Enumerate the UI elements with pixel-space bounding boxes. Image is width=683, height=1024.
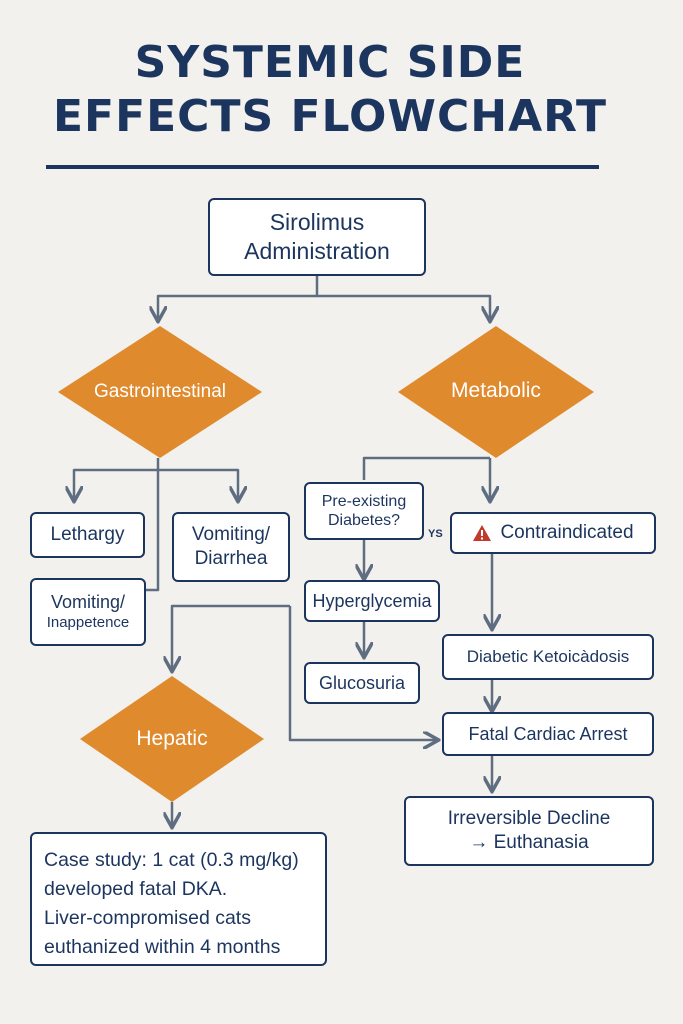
connector-gi-right bbox=[158, 468, 238, 500]
node-sirolimus-administration: Sirolimus Administration bbox=[208, 198, 426, 276]
connector-to-cardiac bbox=[288, 606, 437, 740]
connector-root-right bbox=[317, 294, 490, 320]
node-irreversible-decline: Irreversible Decline → Euthanasia bbox=[404, 796, 654, 866]
yes-label: YS bbox=[428, 528, 443, 540]
title-line-2: EFFECTS FLOWCHART bbox=[52, 91, 608, 142]
label-gastrointestinal: Gastrointestinal bbox=[93, 381, 226, 402]
node-vomiting-inappetence-line-2: Inappetence bbox=[46, 613, 130, 631]
case-study-box: Case study: 1 cat (0.3 mg/kg) developed … bbox=[30, 832, 327, 966]
node-dka-label: Diabetic Ketoicàdosis bbox=[466, 647, 630, 667]
label-hepatic: Hepatic bbox=[136, 727, 208, 750]
diamond-metabolic bbox=[398, 326, 594, 458]
case-study-line-4: euthanized within 4 months bbox=[44, 936, 281, 958]
connector-gi-down bbox=[144, 470, 160, 592]
node-root-line-2: Administration bbox=[244, 238, 390, 264]
node-fatal-cardiac-arrest: Fatal Cardiac Arrest bbox=[442, 712, 654, 756]
node-contraindicated: Contraindicated bbox=[450, 512, 656, 554]
node-lethargy: Lethargy bbox=[30, 512, 145, 558]
node-decline-line-2: → Euthanasia bbox=[469, 832, 589, 853]
node-vomiting-diarrhea-line-1: Vomiting/ bbox=[191, 524, 271, 546]
warning-icon bbox=[473, 525, 492, 541]
node-cardiac-label: Fatal Cardiac Arrest bbox=[468, 723, 628, 744]
case-study-line-3: Liver-compromised cats bbox=[44, 907, 251, 929]
node-lethargy-label: Lethargy bbox=[50, 524, 125, 546]
node-glucosuria: Glucosuria bbox=[304, 662, 420, 704]
case-study-line-2: developed fatal DKA. bbox=[44, 878, 228, 900]
node-vomiting-diarrhea-line-2: Diarrhea bbox=[194, 548, 268, 569]
node-hyperglycemia: Hyperglycemia bbox=[304, 580, 440, 622]
node-glucosuria-label: Glucosuria bbox=[318, 672, 406, 693]
node-vomiting-inappetence-line-1: Vomiting/ bbox=[50, 592, 126, 613]
connector-to-hepatic bbox=[172, 604, 290, 670]
flowchart-title: SYSTEMIC SIDE EFFECTS FLOWCHART bbox=[30, 36, 630, 144]
node-hyperglycemia-label: Hyperglycemia bbox=[312, 590, 432, 611]
title-line-1: SYSTEMIC SIDE bbox=[134, 37, 526, 88]
node-preexisting-diabetes: Pre-existing Diabetes? bbox=[304, 482, 424, 540]
node-preexisting-line-2: Diabetes? bbox=[327, 512, 401, 529]
node-decline-line-1: Irreversible Decline bbox=[447, 808, 611, 830]
connector-metabolic-left bbox=[362, 456, 490, 480]
node-preexisting-line-1: Pre-existing bbox=[321, 492, 407, 510]
connector-root-split bbox=[158, 276, 319, 320]
case-study-line-1: Case study: 1 cat (0.3 mg/kg) bbox=[44, 849, 299, 871]
diamond-gastrointestinal bbox=[58, 326, 262, 458]
title-divider bbox=[46, 165, 599, 169]
node-vomiting-inappetence: Vomiting/ Inappetence bbox=[30, 578, 146, 646]
node-diabetic-ketoacidosis: Diabetic Ketoicàdosis bbox=[442, 634, 654, 680]
node-root-line-1: Sirolimus bbox=[269, 209, 365, 236]
node-contraindicated-label: Contraindicated bbox=[500, 522, 634, 544]
connector-gi-stem bbox=[74, 458, 160, 500]
label-metabolic: Metabolic bbox=[451, 379, 541, 402]
node-vomiting-diarrhea: Vomiting/ Diarrhea bbox=[172, 512, 290, 582]
diamond-hepatic bbox=[80, 676, 264, 802]
